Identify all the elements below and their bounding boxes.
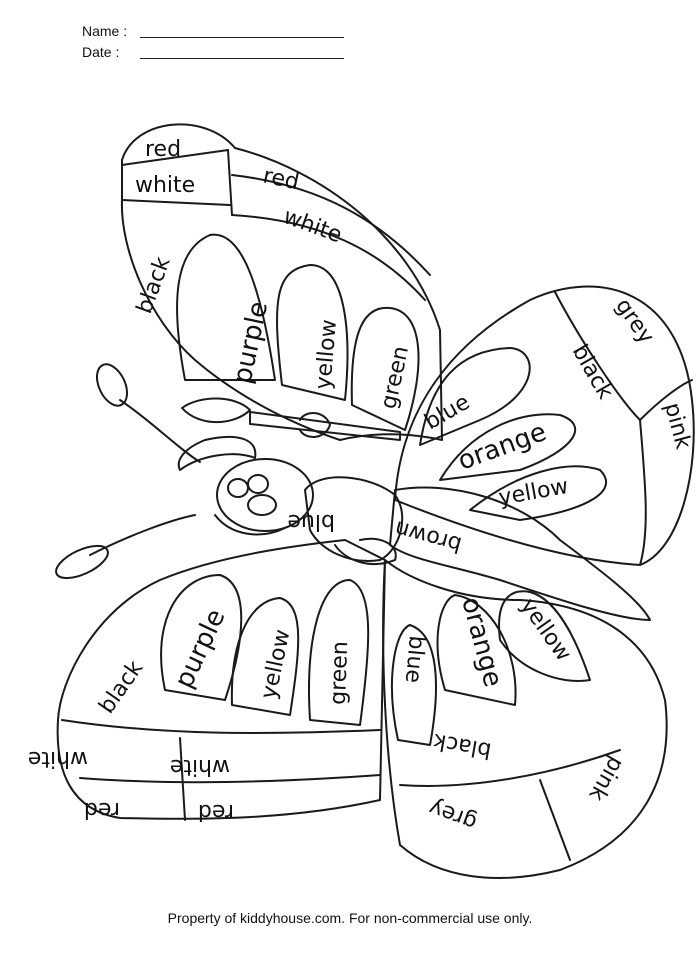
- upper-right-petal-blue: blue: [421, 390, 475, 435]
- lower-left-petal-purple: purple: [169, 605, 231, 693]
- lower-left-outer-left-white: white: [28, 746, 88, 771]
- upper-left-outer-left-white: white: [135, 173, 195, 198]
- upper-left-wing: red white red white black purple yellow …: [120, 123, 443, 441]
- name-field: Name :: [82, 23, 344, 39]
- paintbrush: [181, 397, 401, 441]
- lower-left-petal-yellow: yellow: [256, 627, 295, 701]
- lower-left-petal-green: green: [326, 641, 353, 705]
- body-thorax-blue: blue: [287, 509, 335, 534]
- right-eye-icon: [247, 474, 269, 494]
- upper-left-outer-right-red: red: [261, 163, 301, 195]
- lower-left-outer-right-white: white: [170, 754, 230, 779]
- lower-right-petal-orange: orange: [455, 594, 508, 690]
- lower-left-wing: black purple yellow green white red whit…: [28, 539, 386, 824]
- antenna-tip-upper-icon: [95, 363, 129, 407]
- lower-left-band-black: black: [94, 656, 148, 718]
- footer-credit: Property of kiddyhouse.com. For non-comm…: [167, 910, 533, 926]
- antenna-tip-lower-icon: [55, 544, 109, 580]
- name-label: Name :: [82, 23, 128, 39]
- upper-left-outer-right-white: white: [280, 204, 345, 248]
- upper-right-outer-grey: grey: [610, 294, 659, 349]
- upper-left-petal-yellow: yellow: [311, 318, 342, 390]
- date-blank-line: [140, 58, 344, 59]
- date-label: Date :: [82, 44, 120, 60]
- antennae: [55, 363, 201, 580]
- upper-left-petal-green: green: [376, 344, 414, 411]
- upper-left-band-black: black: [132, 253, 176, 317]
- lower-right-petal-blue: blue: [400, 634, 429, 684]
- upper-left-outer-left-red: red: [145, 137, 181, 162]
- date-field: Date :: [82, 44, 344, 60]
- lower-right-petal-yellow: yellow: [515, 594, 576, 666]
- lower-right-band-black: black: [431, 728, 493, 763]
- upper-left-petal-purple: purple: [228, 299, 275, 387]
- nose-icon: [247, 494, 277, 516]
- lower-right-outer-grey: grey: [426, 794, 481, 834]
- upper-right-band-black: black: [567, 341, 618, 404]
- lower-left-outer-left-red: red: [84, 797, 120, 822]
- lower-left-outer-right-red: red: [198, 799, 234, 824]
- upper-right-outer-pink: pink: [659, 400, 695, 452]
- left-eye-icon: [227, 478, 249, 498]
- lower-right-wing: blue orange yellow black grey pink: [382, 559, 668, 879]
- upper-right-petal-orange: orange: [454, 417, 550, 476]
- name-blank-line: [140, 37, 344, 38]
